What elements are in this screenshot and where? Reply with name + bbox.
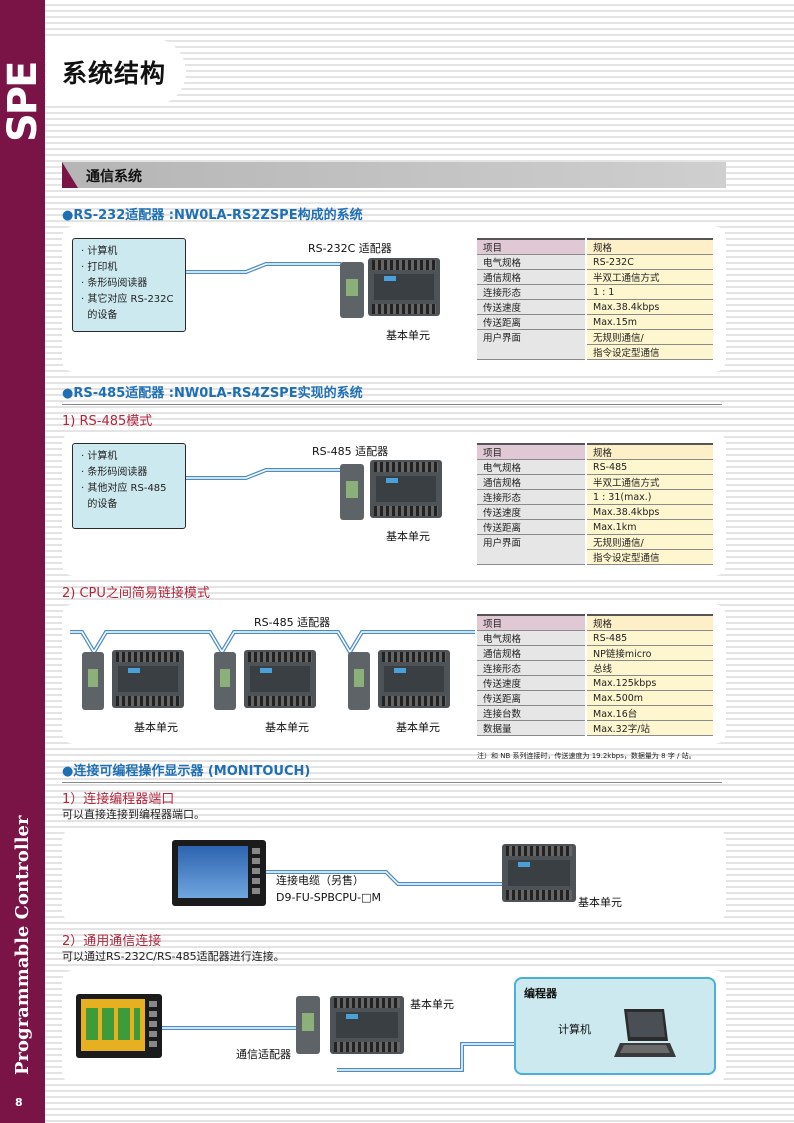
table-row: 项目规格 xyxy=(477,238,713,255)
section-title: 通信系统 xyxy=(86,169,142,185)
table-row: 项目规格 xyxy=(477,443,713,460)
table-row: 项目规格 xyxy=(477,614,713,631)
computer-label: 计算机 xyxy=(558,1023,591,1036)
programmer-title: 编程器 xyxy=(524,987,557,1000)
rs485-adapter-label: RS-485 适配器 xyxy=(312,445,389,458)
footnote: 注）和 NB 系列连接时，传送速度为 19.2kbps，数据量为 8 字 / 站… xyxy=(477,752,696,760)
comm-adapter-image xyxy=(296,996,320,1054)
table-row: 通信规格半双工通信方式 xyxy=(477,474,713,490)
rs232-device-box: · 计算机 · 打印机 · 条形码阅读器 · 其它对应 RS-232C 的设备 xyxy=(72,238,186,332)
rs485-mode1-heading: 1) RS-485模式 xyxy=(62,414,153,429)
monitouch-sub1-heading: 1）连接编程器端口 xyxy=(62,792,175,807)
divider xyxy=(62,404,722,405)
section-marker-icon xyxy=(62,162,78,188)
monitouch-sub1-desc: 可以直接连接到编程器端口。 xyxy=(62,808,205,821)
base-unit-image xyxy=(370,460,442,518)
brand-logo: SPE xyxy=(0,62,46,142)
page-title-bubble: 系统结构 xyxy=(46,38,186,106)
table-row: 指令设定型通信 xyxy=(477,549,713,565)
base-unit-image xyxy=(244,650,316,708)
base-unit-label: 基本单元 xyxy=(386,329,430,342)
device-item: · 计算机 xyxy=(81,451,118,462)
base-unit-label: 基本单元 xyxy=(396,721,440,734)
device-item: · 其他对应 RS-485 xyxy=(81,483,167,494)
device-item: 的设备 xyxy=(81,499,118,510)
link-adapter-image xyxy=(82,652,104,710)
base-unit-image xyxy=(330,996,404,1054)
rs485-adapter-image xyxy=(340,464,364,520)
base-unit-label: 基本单元 xyxy=(386,530,430,543)
rs485-heading: ●RS-485适配器 :NW0LA-RS4ZSPE实现的系统 xyxy=(62,386,363,401)
monitouch-sub2-heading: 2）通用通信连接 xyxy=(62,934,162,949)
monitouch-heading: ●连接可编程操作显示器 (MONITOUCH) xyxy=(62,764,311,779)
sidebar: SPE Programmable Controller 8 xyxy=(0,0,46,1123)
table-row: 用户界面无规则通信/ xyxy=(477,329,713,345)
link-adapter-image xyxy=(214,652,236,710)
laptop-icon xyxy=(614,1009,676,1057)
rs485-cable xyxy=(186,468,341,480)
base-unit-image xyxy=(502,844,576,902)
device-item: 的设备 xyxy=(81,310,118,321)
rs232-cable xyxy=(186,262,341,274)
rs232-heading: ●RS-232适配器 :NW0LA-RS2ZSPE构成的系统 xyxy=(62,208,363,223)
device-item: · 计算机 xyxy=(81,246,118,257)
rs232-adapter-label: RS-232C 适配器 xyxy=(308,242,392,255)
divider xyxy=(62,782,722,783)
sidebar-caption: Programmable Controller xyxy=(12,815,33,1076)
cable-model: D9-FU-SPBCPU-□M xyxy=(276,891,381,904)
base-unit-image xyxy=(112,650,184,708)
device-item: · 条形码阅读器 xyxy=(81,467,148,478)
comm-adapter-label: 通信适配器 xyxy=(236,1048,291,1061)
device-item: · 其它对应 RS-232C xyxy=(81,294,174,305)
monitouch-cable xyxy=(266,870,502,886)
base-unit-label: 基本单元 xyxy=(265,721,309,734)
table-row: 指令设定型通信 xyxy=(477,344,713,360)
table-row: 连接形态总线 xyxy=(477,660,713,676)
device-item: · 条形码阅读器 xyxy=(81,278,148,289)
base-unit-image xyxy=(368,258,440,316)
page-title: 系统结构 xyxy=(62,59,167,88)
base-unit-label: 基本单元 xyxy=(134,721,178,734)
monitouch-sub2-desc: 可以通过RS-232C/RS-485适配器进行连接。 xyxy=(62,950,285,963)
table-row: 通信规格半双工通信方式 xyxy=(477,269,713,285)
programmer-box: 编程器 计算机 xyxy=(514,977,716,1075)
device-item: · 打印机 xyxy=(81,262,118,273)
cable-label: 连接电缆（另售） xyxy=(276,874,364,887)
rs485-device-box: · 计算机 · 条形码阅读器 · 其他对应 RS-485 的设备 xyxy=(72,443,186,529)
base-unit-label: 基本单元 xyxy=(410,998,454,1011)
page-number: 8 xyxy=(15,1096,23,1109)
rs485-mode2-heading: 2) CPU之间简易链接模式 xyxy=(62,586,210,601)
table-row: 用户界面无规则通信/ xyxy=(477,534,713,550)
section-bar: 通信系统 xyxy=(62,162,726,188)
monitouch-display-image xyxy=(172,840,266,906)
base-unit-image xyxy=(378,650,450,708)
monitouch-sub2-cables xyxy=(162,1026,527,1072)
rs232-adapter-image xyxy=(340,262,364,318)
link-adapter-label: RS-485 适配器 xyxy=(254,616,331,629)
link-adapter-image xyxy=(348,652,370,710)
monitouch-display-image xyxy=(76,994,162,1058)
base-unit-label: 基本单元 xyxy=(578,896,622,909)
